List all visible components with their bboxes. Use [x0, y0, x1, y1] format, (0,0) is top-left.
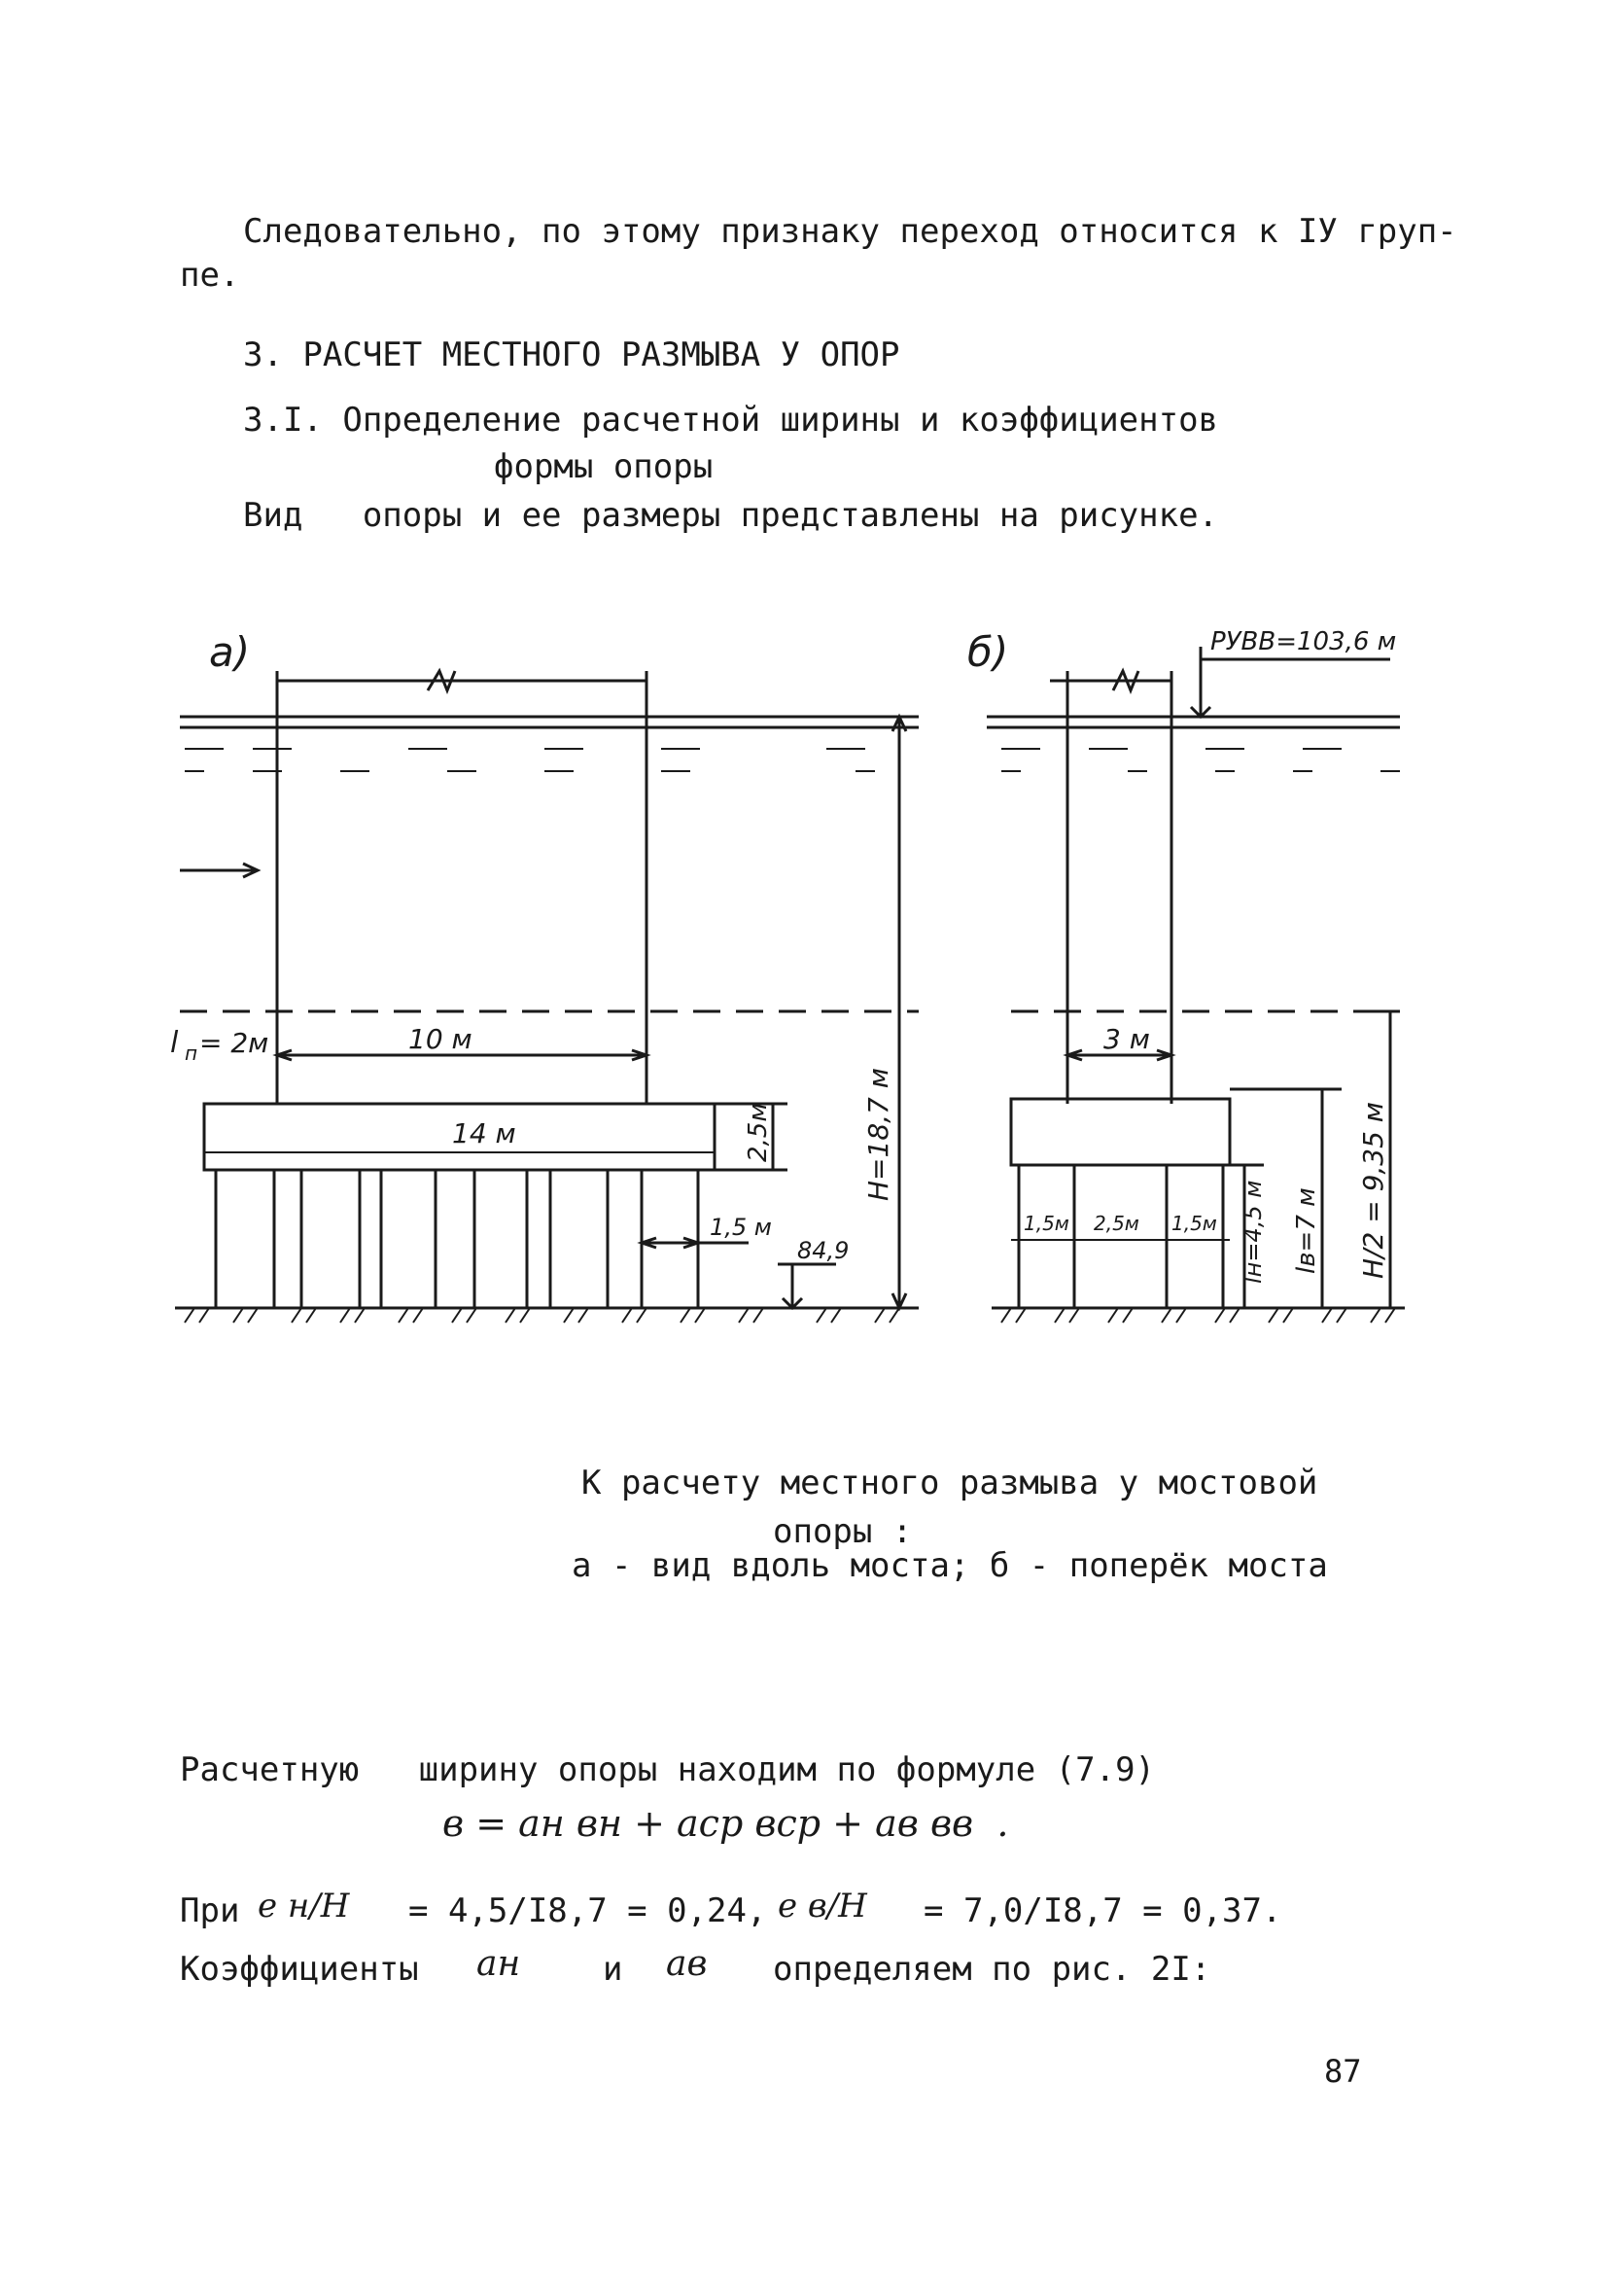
- bn-label: lн=4,5 м: [1240, 1181, 1267, 1284]
- bv-label: lв=7 м: [1292, 1187, 1321, 1274]
- coef-an: aн: [476, 1944, 521, 1984]
- lp-label: l: [170, 1026, 179, 1060]
- pier-figure: a) б) l п = 2м 10 м 14 м 2,5м H=18,7 м 1…: [170, 627, 1405, 1324]
- piles-a: [214, 1170, 700, 1308]
- coef-prefix: Коэффициенты: [180, 1950, 419, 1989]
- pile-spacing-b3-label: 1,5м: [1171, 1212, 1217, 1235]
- lp-sub-label: п: [185, 1042, 197, 1065]
- ratio-prefix: При: [180, 1891, 240, 1930]
- elevation-849-label: 84,9: [797, 1237, 849, 1264]
- pubb-label: РУВВ=103,6 м: [1210, 627, 1396, 656]
- panel-a-label: a): [209, 628, 250, 676]
- piles-b: [1017, 1165, 1225, 1308]
- ratio-e-v: e в/H: [778, 1887, 867, 1925]
- caption-line-3: а - вид вдоль моста; б - поперёк моста: [572, 1546, 1328, 1585]
- formula-intro: Расчетную ширину опоры находим по формул…: [180, 1750, 1156, 1789]
- subsection-heading-2: формы опоры: [494, 447, 714, 486]
- section-heading: 3. РАСЧЕТ МЕСТНОГО РАЗМЫВА У ОПОР: [243, 336, 900, 374]
- coef-av: aв: [666, 1944, 708, 1984]
- width-10m-label: 10 м: [408, 1023, 472, 1055]
- caption-line-1: К расчету местного размыва у мостовой: [581, 1464, 1318, 1502]
- half-H-label: H/2 = 9,35 м: [1357, 1102, 1389, 1279]
- width-3m-label: 3 м: [1103, 1023, 1150, 1055]
- depth-H-label: H=18,7 м: [862, 1068, 894, 1201]
- panel-b-label: б): [967, 628, 1008, 676]
- width-formula: в = aн вн + aср вср + aв вв .: [442, 1802, 1009, 1845]
- pile-spacing-a-label: 1,5 м: [710, 1214, 772, 1241]
- width-14m-label: 14 м: [452, 1117, 516, 1149]
- pile-cap-b: [1009, 1097, 1232, 1167]
- pile-spacing-b1-label: 1,5м: [1024, 1212, 1069, 1235]
- paragraph-line-1: Следовательно, по этому признаку переход…: [243, 212, 1457, 251]
- paragraph-line-2: пе.: [180, 256, 240, 295]
- cap-height-label: 2,5м: [744, 1103, 773, 1162]
- coef-and: и: [603, 1950, 623, 1989]
- caption-line-2: опоры :: [773, 1512, 913, 1551]
- page-number: 87: [1324, 2053, 1362, 2090]
- pile-spacing-b2-label: 2,5м: [1094, 1212, 1139, 1235]
- ratio-value-2: = 7,0/I8,7 = 0,37.: [924, 1891, 1282, 1930]
- coef-suffix: определяем по рис. 2I:: [773, 1950, 1211, 1989]
- subsection-heading-1: 3.I. Определение расчетной ширины и коэф…: [243, 401, 1219, 440]
- ratio-e-n: e н/H: [258, 1887, 350, 1925]
- ratio-value-1: = 4,5/I8,7 = 0,24,: [408, 1891, 767, 1930]
- lp-value-label: = 2м: [199, 1027, 268, 1059]
- intro-line: Вид опоры и ее размеры представлены на р…: [243, 496, 1219, 535]
